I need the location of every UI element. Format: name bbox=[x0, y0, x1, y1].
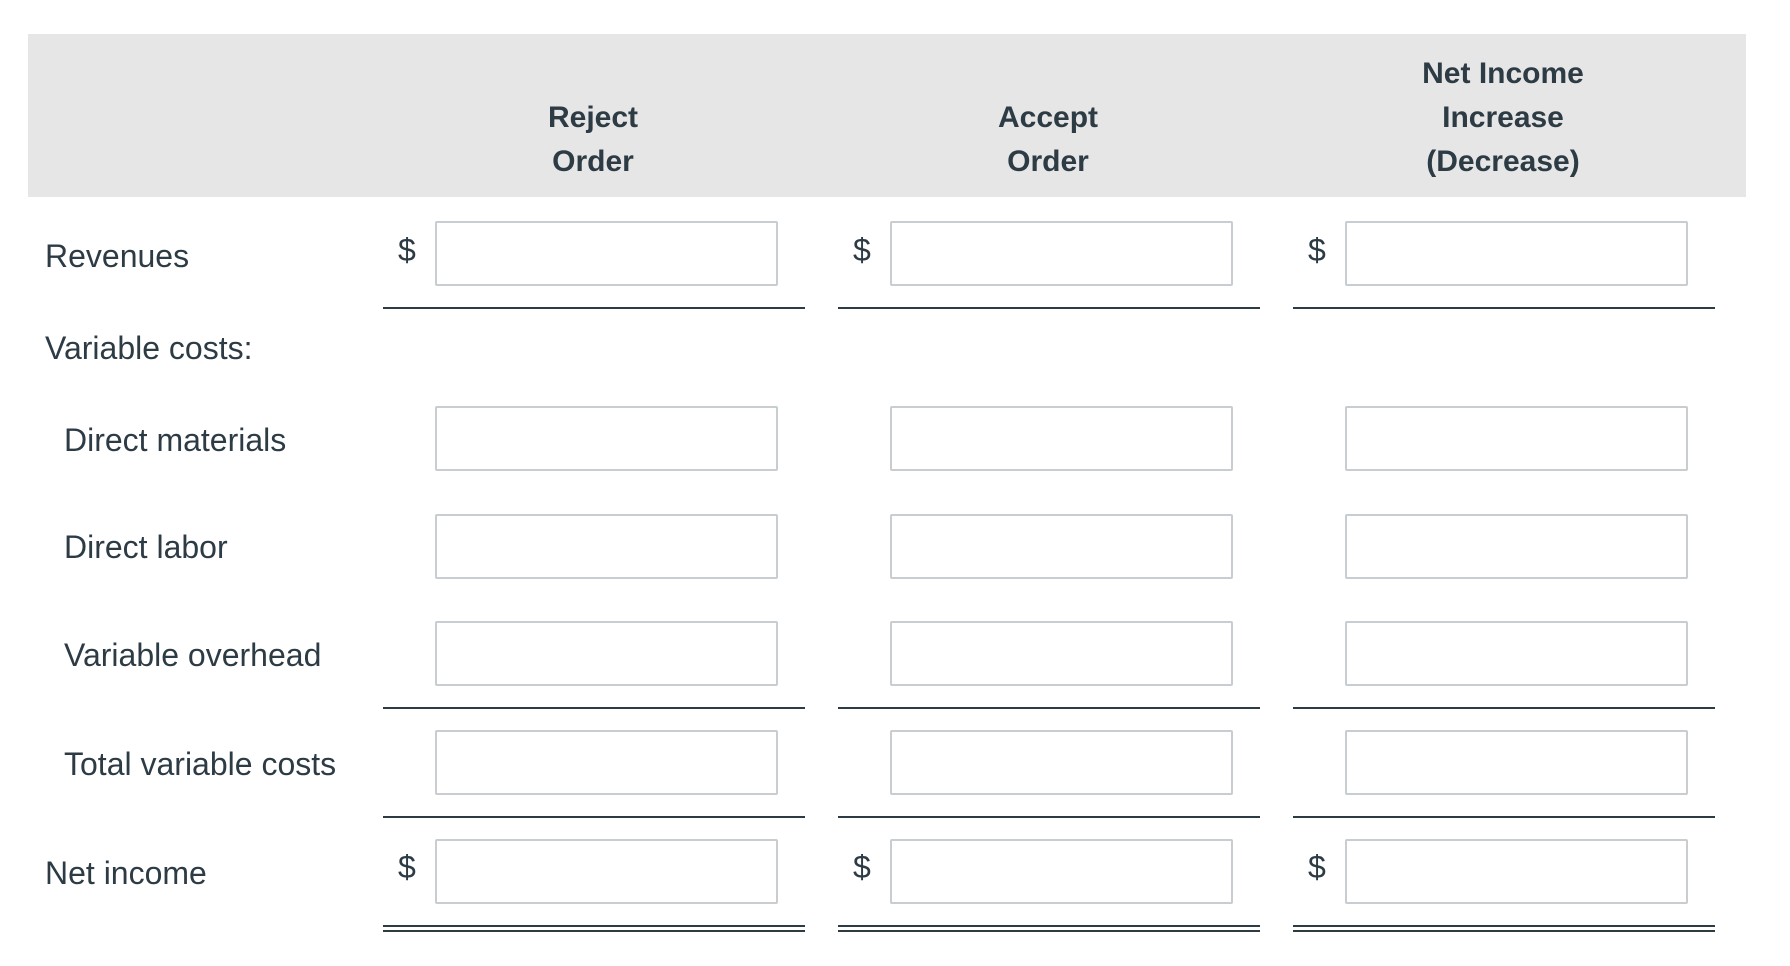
double-underline bbox=[1293, 925, 1715, 932]
row-label-variable-overhead: Variable overhead bbox=[64, 637, 322, 673]
column-header-line bbox=[838, 52, 1258, 96]
row-label-total-variable-costs: Total variable costs bbox=[64, 746, 337, 782]
dollar-sign: $ bbox=[853, 232, 871, 268]
total-variable-costs-change-input[interactable] bbox=[1345, 730, 1688, 795]
underline bbox=[383, 707, 805, 709]
underline bbox=[383, 307, 805, 309]
underline bbox=[1293, 307, 1715, 309]
column-header-net-income-change: Net Income Increase (Decrease) bbox=[1293, 52, 1713, 184]
column-header-line: Net Income bbox=[1422, 57, 1584, 90]
direct-materials-change-input[interactable] bbox=[1345, 406, 1688, 471]
row-label-direct-materials: Direct materials bbox=[64, 422, 287, 458]
revenues-change-input[interactable] bbox=[1345, 221, 1688, 286]
row-label-revenues: Revenues bbox=[45, 238, 190, 274]
column-header-line: Order bbox=[552, 145, 634, 178]
dollar-sign: $ bbox=[398, 849, 416, 885]
direct-labor-change-input[interactable] bbox=[1345, 514, 1688, 579]
total-variable-costs-accept-input[interactable] bbox=[890, 730, 1233, 795]
variable-overhead-change-input[interactable] bbox=[1345, 621, 1688, 686]
variable-overhead-reject-input[interactable] bbox=[435, 621, 778, 686]
direct-labor-reject-input[interactable] bbox=[435, 514, 778, 579]
dollar-sign: $ bbox=[1308, 232, 1326, 268]
column-header-line: Reject bbox=[547, 101, 639, 134]
column-header-line bbox=[383, 52, 803, 96]
direct-materials-reject-input[interactable] bbox=[435, 406, 778, 471]
row-label-direct-labor: Direct labor bbox=[64, 529, 228, 565]
revenues-accept-input[interactable] bbox=[890, 221, 1233, 286]
table-header bbox=[28, 34, 1746, 197]
direct-materials-accept-input[interactable] bbox=[890, 406, 1233, 471]
row-label-variable-costs: Variable costs: bbox=[45, 330, 253, 366]
dollar-sign: $ bbox=[398, 232, 416, 268]
net-income-reject-input[interactable] bbox=[435, 839, 778, 904]
underline bbox=[383, 816, 805, 818]
column-header-line: Increase bbox=[1442, 101, 1564, 134]
column-header-reject-order: Reject Order bbox=[383, 52, 803, 184]
net-income-accept-input[interactable] bbox=[890, 839, 1233, 904]
double-underline bbox=[383, 925, 805, 932]
underline bbox=[838, 307, 1260, 309]
variable-overhead-accept-input[interactable] bbox=[890, 621, 1233, 686]
row-label-net-income: Net income bbox=[45, 855, 207, 891]
underline bbox=[1293, 816, 1715, 818]
double-underline bbox=[838, 925, 1260, 932]
total-variable-costs-reject-input[interactable] bbox=[435, 730, 778, 795]
column-header-accept-order: Accept Order bbox=[838, 52, 1258, 184]
revenues-reject-input[interactable] bbox=[435, 221, 778, 286]
underline bbox=[838, 816, 1260, 818]
dollar-sign: $ bbox=[853, 849, 871, 885]
column-header-line: Accept bbox=[997, 101, 1099, 134]
column-header-line: Order bbox=[1007, 145, 1089, 178]
net-income-change-input[interactable] bbox=[1345, 839, 1688, 904]
underline bbox=[1293, 707, 1715, 709]
underline bbox=[838, 707, 1260, 709]
direct-labor-accept-input[interactable] bbox=[890, 514, 1233, 579]
column-header-line: (Decrease) bbox=[1426, 145, 1580, 178]
dollar-sign: $ bbox=[1308, 849, 1326, 885]
